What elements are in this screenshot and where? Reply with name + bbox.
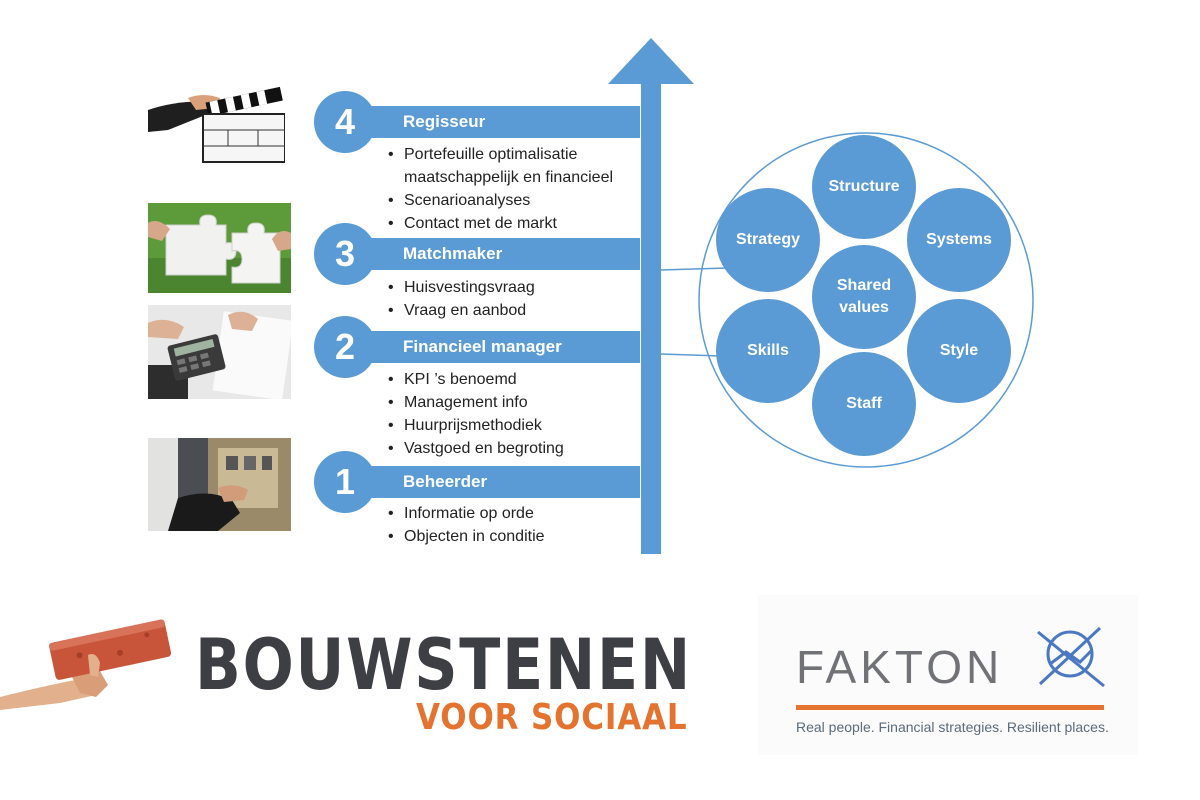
- seven-s-systems: Systems: [907, 188, 1011, 292]
- list-item: Huurprijsmethodiek: [388, 414, 564, 437]
- list-item: Management info: [388, 391, 564, 414]
- seven-s-strategy: Strategy: [716, 188, 820, 292]
- technician-photo: [148, 438, 291, 531]
- fakton-tagline: Real people. Financial strategies. Resil…: [796, 719, 1109, 735]
- level-title-2: Financieel manager: [403, 337, 562, 356]
- calculator-photo: [148, 305, 291, 399]
- level-title-1: Beheerder: [403, 472, 488, 491]
- seven-s-skills: Skills: [716, 299, 820, 403]
- seven-s-staff: Staff: [812, 352, 916, 456]
- fakton-logo-name: FAKTON: [796, 641, 1004, 693]
- seven-s-structure: Structure: [812, 135, 916, 239]
- level-number-4: 4: [314, 91, 376, 153]
- level-bar-4: [338, 106, 640, 138]
- level-number-1: 1: [314, 451, 376, 513]
- level-title-4: Regisseur: [403, 112, 486, 131]
- list-item: Vraag en aanbod: [388, 299, 535, 322]
- list-item: Contact met de markt: [388, 212, 644, 235]
- list-item: Scenarioanalyses: [388, 189, 644, 212]
- bouwstenen-logo-subtitle: VOOR SOCIAAL: [416, 697, 688, 738]
- puzzle-pieces-photo: [148, 203, 291, 293]
- list-item: Vastgoed en begroting: [388, 437, 564, 460]
- shared-values-label: Shared values: [836, 277, 892, 316]
- level-items-4: Portefeuille optimalisatie maatschappeli…: [388, 143, 644, 235]
- level-number-2: 2: [314, 316, 376, 378]
- level-number-3: 3: [314, 223, 376, 285]
- level-bar-3: [338, 238, 640, 270]
- seven-s-style: Style: [907, 299, 1011, 403]
- list-item: Informatie op orde: [388, 502, 545, 525]
- clapperboard-photo: [148, 80, 285, 164]
- level-bar-2: [338, 331, 640, 363]
- level-items-1: Informatie op orde Objecten in conditie: [388, 502, 545, 548]
- fakton-orange-rule: [796, 705, 1104, 710]
- list-item: KPI ’s benoemd: [388, 368, 564, 391]
- fakton-globe-icon: [1037, 626, 1105, 688]
- callout-connector: [660, 132, 1034, 468]
- brick-hand-illustration: [0, 619, 172, 710]
- level-bar-1: [338, 466, 640, 498]
- growth-arrow-shaft: [641, 84, 661, 554]
- level-items-3: Huisvestingsvraag Vraag en aanbod: [388, 276, 535, 322]
- list-item: Portefeuille optimalisatie maatschappeli…: [388, 143, 644, 189]
- seven-s-shared-values: Shared values: [812, 245, 916, 349]
- list-item: Huisvestingsvraag: [388, 276, 535, 299]
- level-title-3: Matchmaker: [403, 244, 503, 263]
- level-items-2: KPI ’s benoemd Management info Huurprijs…: [388, 368, 564, 460]
- list-item: Objecten in conditie: [388, 525, 545, 548]
- bouwstenen-logo-title: BOUWSTENEN: [195, 624, 692, 706]
- arrow-up-icon: [608, 38, 694, 84]
